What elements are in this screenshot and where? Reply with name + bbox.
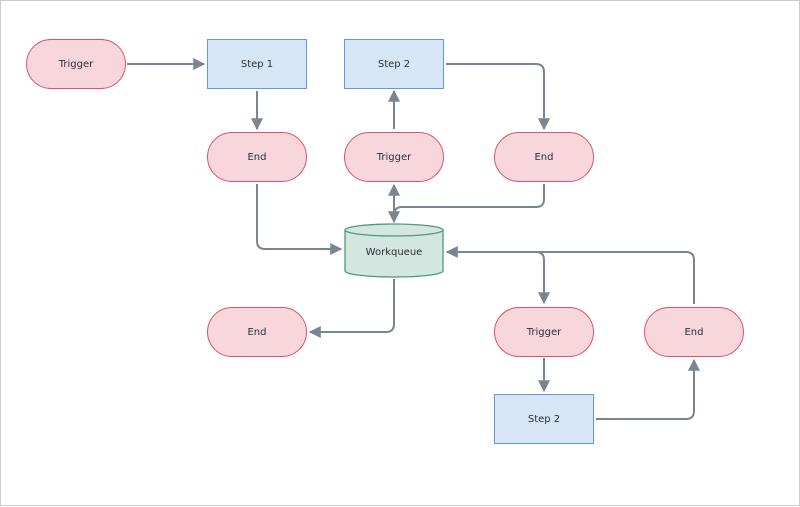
database-cylinder-icon	[344, 223, 444, 278]
edge-workqueue-to-trigger-bottom	[535, 251, 550, 305]
edge-step2-to-end	[446, 63, 550, 131]
end-label: End	[247, 326, 267, 338]
end-node-right-bottom[interactable]: End	[644, 307, 744, 357]
trigger-label: Trigger	[376, 151, 412, 163]
end-node-left-bottom[interactable]: End	[207, 307, 307, 357]
step2-node-bottom[interactable]: Step 2	[494, 394, 594, 444]
edge-end-to-workqueue-top	[388, 184, 545, 224]
step2-label: Step 2	[377, 58, 411, 70]
edge-step2-to-end-bottom	[596, 358, 700, 420]
edge-end-to-workqueue	[256, 184, 343, 255]
trigger-node-mid[interactable]: Trigger	[344, 132, 444, 182]
end-node-left-top[interactable]: End	[207, 132, 307, 182]
trigger-node-start[interactable]: Trigger	[26, 39, 126, 89]
edge-end-to-workqueue-right	[445, 246, 695, 304]
trigger-label: Trigger	[58, 58, 94, 70]
step1-label: Step 1	[240, 58, 274, 70]
end-label: End	[684, 326, 704, 338]
edge-workqueue-to-end	[308, 279, 395, 338]
end-label: End	[247, 151, 267, 163]
step2-node-top[interactable]: Step 2	[344, 39, 444, 89]
end-node-right-top[interactable]: End	[494, 132, 594, 182]
step2-label: Step 2	[527, 413, 561, 425]
trigger-label: Trigger	[526, 326, 562, 338]
end-label: End	[534, 151, 554, 163]
workqueue-store-node[interactable]: Workqueue	[344, 223, 444, 279]
step1-node[interactable]: Step 1	[207, 39, 307, 89]
trigger-node-bottom[interactable]: Trigger	[494, 307, 594, 357]
